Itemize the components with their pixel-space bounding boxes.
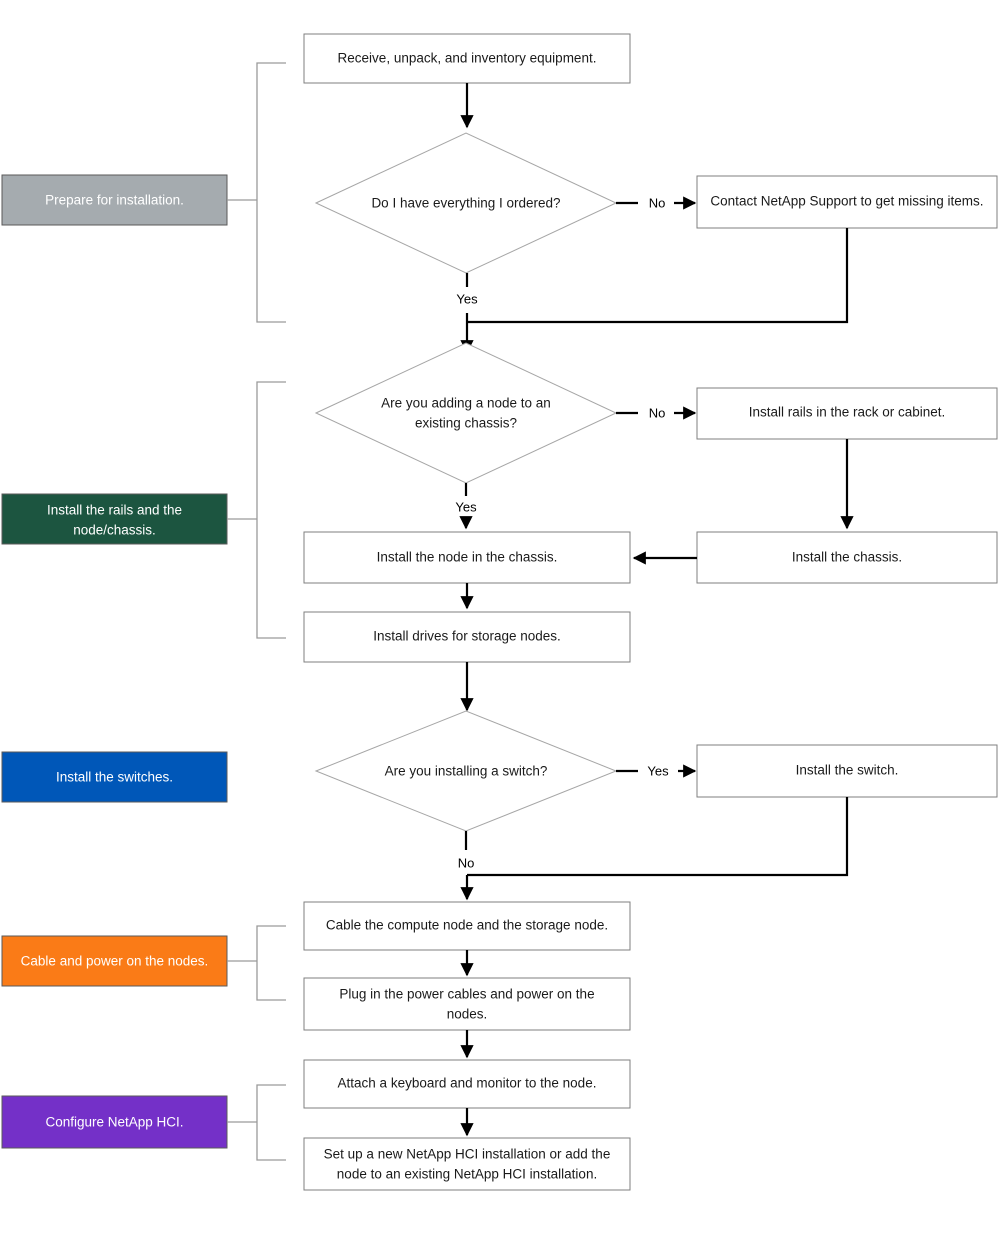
bracket-configure (256, 1084, 286, 1161)
category-label-switches: Install the switches. (56, 770, 173, 785)
category-prepare[interactable]: Prepare for installation. (1, 174, 228, 226)
node-node-in-chassis[interactable]: Install the node in the chassis. (303, 531, 631, 584)
node-setup-hci[interactable]: Set up a new NetApp HCI installation or … (303, 1137, 631, 1191)
category-label-rails-line2: node/chassis. (73, 523, 156, 538)
edge-switch-to-main (467, 797, 849, 877)
category-label-rails-line1: Install the rails and the (47, 503, 182, 518)
node-setup-hci-label-line2: node to an existing NetApp HCI installat… (337, 1167, 597, 1182)
node-installing-switch-label: Are you installing a switch? (385, 764, 548, 779)
node-node-in-chassis-label: Install the node in the chassis. (377, 550, 558, 565)
category-rails[interactable]: Install the rails and the node/chassis. (1, 493, 228, 545)
node-install-chassis[interactable]: Install the chassis. (696, 531, 998, 584)
category-label-prepare: Prepare for installation. (45, 193, 184, 208)
node-install-drives-label: Install drives for storage nodes. (373, 629, 561, 644)
node-install-drives[interactable]: Install drives for storage nodes. (303, 611, 631, 663)
node-installing-switch[interactable]: Are you installing a switch? (314, 710, 618, 832)
edge-label-adding-node-yes: Yes (455, 499, 477, 514)
node-install-rails-label: Install rails in the rack or cabinet. (749, 405, 946, 420)
node-adding-node[interactable]: Are you adding a node to an existing cha… (314, 342, 618, 484)
node-receive[interactable]: Receive, unpack, and inventory equipment… (303, 33, 631, 84)
node-cable-nodes-label: Cable the compute node and the storage n… (326, 918, 608, 933)
edge-label-adding-node-no: No (649, 405, 666, 420)
category-cable[interactable]: Cable and power on the nodes. (1, 935, 228, 987)
edge-label-switch-no: No (458, 855, 475, 870)
edge-label-have-all-yes: Yes (456, 291, 478, 306)
node-install-rails[interactable]: Install rails in the rack or cabinet. (696, 387, 998, 440)
node-power-on-label-line1: Plug in the power cables and power on th… (339, 987, 594, 1002)
node-install-chassis-label: Install the chassis. (792, 550, 902, 565)
category-configure[interactable]: Configure NetApp HCI. (1, 1095, 228, 1149)
bracket-prepare (256, 62, 286, 323)
category-label-cable: Cable and power on the nodes. (21, 954, 209, 969)
category-switches[interactable]: Install the switches. (1, 751, 228, 803)
node-power-on-label-line2: nodes. (447, 1007, 488, 1022)
edge-contact-to-main (467, 228, 849, 324)
category-label-configure: Configure NetApp HCI. (45, 1115, 183, 1130)
node-have-all[interactable]: Do I have everything I ordered? (314, 132, 618, 274)
edge-label-have-all-no: No (649, 195, 666, 210)
node-power-on[interactable]: Plug in the power cables and power on th… (303, 977, 631, 1031)
node-receive-label: Receive, unpack, and inventory equipment… (338, 51, 597, 66)
node-attach-keyboard-monitor[interactable]: Attach a keyboard and monitor to the nod… (303, 1059, 631, 1109)
node-attach-keyboard-monitor-label: Attach a keyboard and monitor to the nod… (338, 1076, 597, 1091)
node-contact-support-label: Contact NetApp Support to get missing it… (710, 194, 983, 209)
node-setup-hci-label-line1: Set up a new NetApp HCI installation or … (324, 1147, 611, 1162)
node-install-switch[interactable]: Install the switch. (696, 744, 998, 798)
node-adding-node-label-line1: Are you adding a node to an (381, 396, 551, 411)
node-contact-support[interactable]: Contact NetApp Support to get missing it… (696, 175, 998, 229)
bracket-rails (256, 381, 286, 639)
bracket-cable (256, 925, 286, 1001)
edge-label-switch-yes: Yes (647, 763, 669, 778)
node-cable-nodes[interactable]: Cable the compute node and the storage n… (303, 901, 631, 951)
node-adding-node-label-line2: existing chassis? (415, 416, 517, 431)
node-install-switch-label: Install the switch. (796, 763, 899, 778)
node-have-all-label: Do I have everything I ordered? (371, 196, 560, 211)
